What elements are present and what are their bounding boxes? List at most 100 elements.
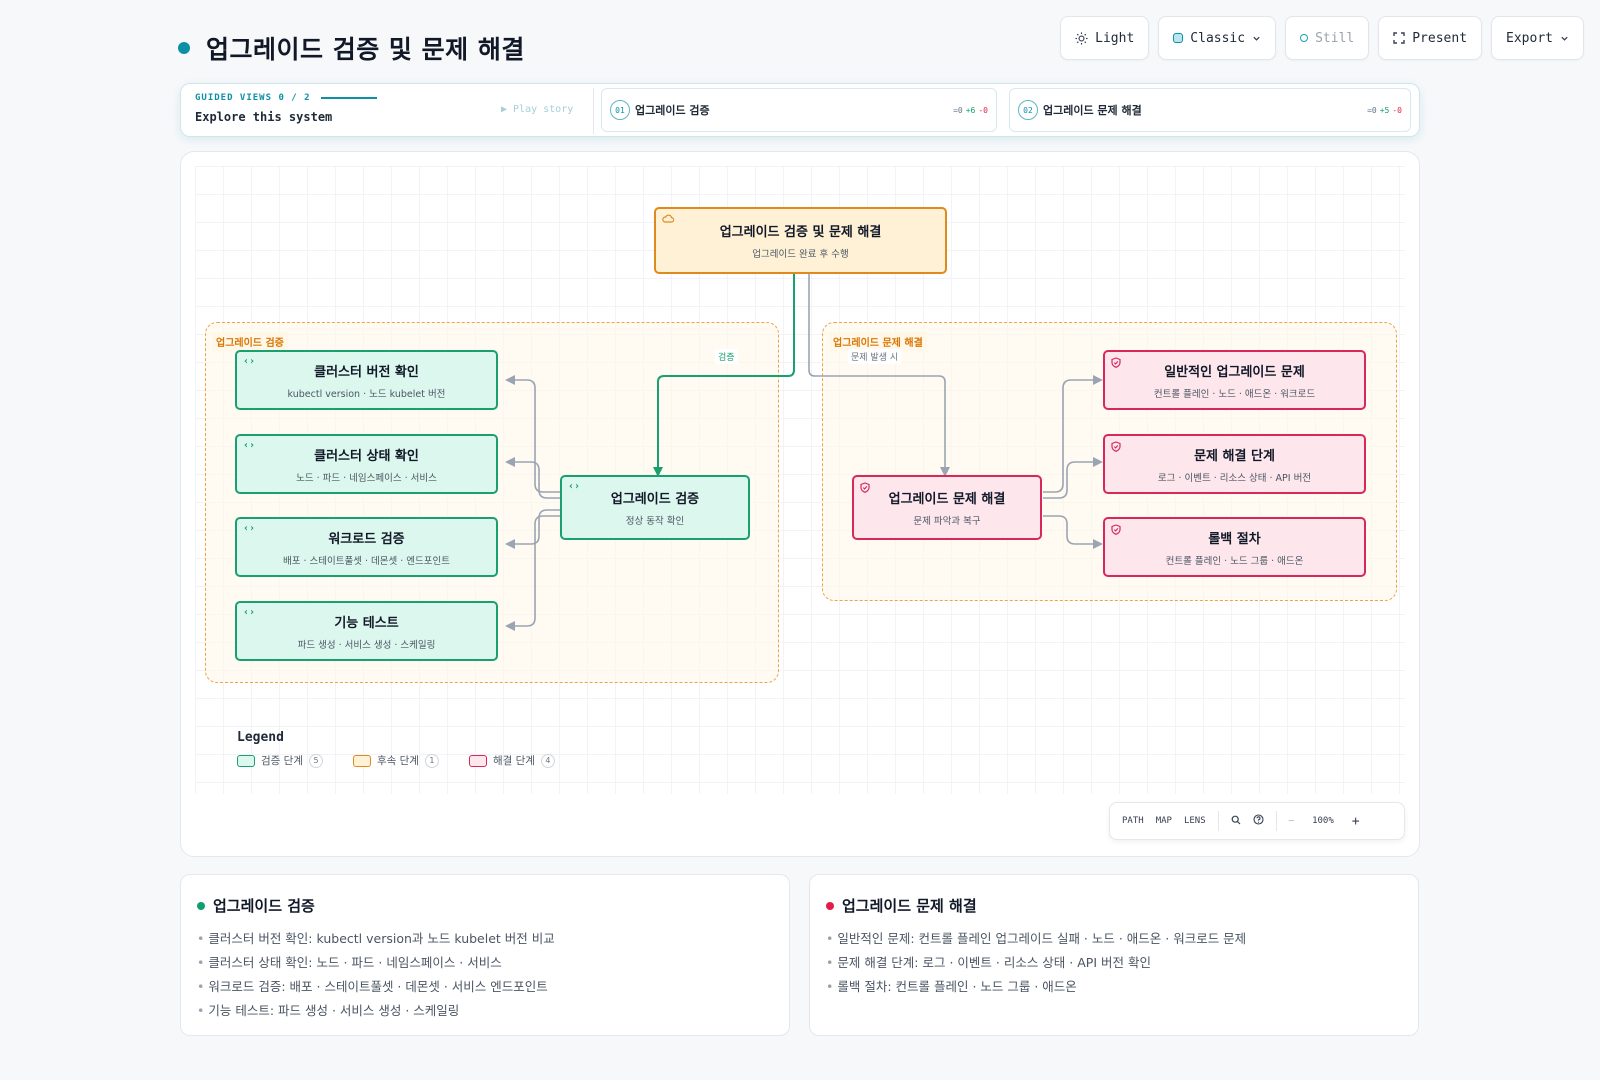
legend-count: 1 (424, 753, 439, 768)
node-subtitle: 업그레이드 완료 후 수행 (752, 249, 849, 260)
view-name: 업그레이드 검증 (635, 104, 710, 117)
node-subtitle: 컨트롤 플레인 · 노드 · 애드온 · 워크로드 (1153, 388, 1316, 400)
stat-removed: -0 (1392, 105, 1402, 115)
legend: Legend 검증 단계 5 후속 단계 1 해결 단계 4 (237, 730, 555, 768)
edge-fix-to-steps (1043, 457, 1103, 499)
guided-progress-line (320, 97, 377, 99)
panel-title: 업그레이드 문제 해결 (826, 895, 1402, 916)
light-theme-button[interactable]: Light (1060, 16, 1150, 60)
style-swatch-icon (1173, 33, 1184, 43)
panel-list: 일반적인 문제: 컨트롤 플레인 업그레이드 실패 · 노드 · 애드온 · 워… (826, 927, 1402, 999)
group-label: 업그레이드 문제 해결 (829, 332, 927, 351)
title-dot (178, 42, 190, 54)
code-icon: ‹› (568, 481, 581, 492)
guided-view-card-02[interactable]: 02 업그레이드 문제 해결 =0 +5 -0 (1009, 88, 1411, 132)
classic-label: Classic (1190, 30, 1246, 46)
node-root[interactable]: 업그레이드 검증 및 문제 해결 업그레이드 완료 후 수행 (654, 207, 947, 274)
lens-button[interactable]: LENS (1183, 816, 1206, 826)
legend-item-followup[interactable]: 후속 단계 1 (352, 753, 439, 768)
classic-style-dropdown[interactable]: Classic (1158, 16, 1277, 60)
panel-title-text: 업그레이드 검증 (213, 897, 315, 915)
divider (1217, 811, 1219, 831)
help-icon[interactable] (1247, 814, 1270, 828)
edge-fix-to-common (1043, 375, 1103, 493)
guided-view-card-01[interactable]: 01 업그레이드 검증 =0 +6 -0 (601, 88, 997, 132)
export-dropdown[interactable]: Export (1491, 16, 1584, 60)
panel-upgrade-verify: 업그레이드 검증 클러스터 버전 확인: kubectl version과 노드… (180, 874, 790, 1036)
edge-label-verify: 검증 (715, 349, 738, 364)
stat-added: +6 (965, 105, 976, 115)
node-function-test[interactable]: ‹› 기능 테스트 파드 생성 · 서비스 생성 · 스케일링 (235, 601, 498, 661)
divider (1275, 811, 1277, 831)
zoom-in-button[interactable]: + (1351, 813, 1360, 829)
cloud-icon (662, 214, 674, 223)
present-button[interactable]: Present (1378, 16, 1483, 60)
map-button[interactable]: MAP (1155, 816, 1172, 826)
divider (593, 88, 594, 134)
play-story-button[interactable]: ▶ Play story (501, 104, 574, 115)
legend-label: 후속 단계 (376, 755, 419, 767)
panel-title-text: 업그레이드 문제 해결 (842, 897, 977, 915)
legend-item-fix[interactable]: 해결 단계 4 (468, 753, 555, 768)
list-item: 워크로드 검증: 배포 · 스테이트풀셋 · 데몬셋 · 서비스 엔드포인트 (197, 975, 773, 999)
legend-label: 해결 단계 (492, 755, 535, 767)
node-upgrade-verify[interactable]: ‹› 업그레이드 검증 정상 동작 확인 (560, 475, 750, 540)
present-label: Present (1412, 30, 1468, 46)
guided-views-subtitle: Explore this system (195, 110, 333, 124)
node-subtitle: 로그 · 이벤트 · 리소스 상태 · API 버전 (1157, 472, 1312, 484)
diagram-canvas[interactable]: 업그레이드 검증 업그레이드 문제 해결 검증 문제 발생 시 업그레이드 검증… (180, 151, 1420, 857)
path-button[interactable]: PATH (1122, 816, 1144, 826)
node-title: 기능 테스트 (334, 615, 399, 631)
node-title: 클러스터 버전 확인 (314, 364, 419, 380)
fullscreen-icon (1393, 32, 1405, 44)
node-upgrade-fix[interactable]: 업그레이드 문제 해결 문제 파악과 복구 (852, 475, 1042, 540)
node-title: 일반적인 업그레이드 문제 (1164, 364, 1305, 380)
node-title: 업그레이드 문제 해결 (888, 492, 1006, 507)
legend-title: Legend (237, 730, 284, 745)
list-item: 클러스터 상태 확인: 노드 · 파드 · 네임스페이스 · 서비스 (197, 951, 773, 975)
node-workload-verify[interactable]: ‹› 워크로드 검증 배포 · 스테이트풀셋 · 데몬셋 · 엔드포인트 (235, 517, 498, 577)
page-title: 업그레이드 검증 및 문제 해결 (206, 35, 525, 64)
node-title: 업그레이드 검증 및 문제 해결 (719, 225, 882, 240)
edge-verify-to-workload (505, 509, 565, 549)
shield-icon (860, 482, 870, 493)
code-icon: ‹› (243, 356, 256, 367)
node-title: 클러스터 상태 확인 (314, 448, 419, 464)
edges-layer (505, 273, 1103, 631)
still-toggle-button[interactable]: Still (1285, 16, 1370, 60)
node-cluster-version[interactable]: ‹› 클러스터 버전 확인 kubectl version · 노드 kubel… (235, 350, 498, 410)
page-header: 업그레이드 검증 및 문제 해결 (178, 30, 525, 66)
legend-item-verify[interactable]: 검증 단계 5 (237, 753, 323, 768)
node-cluster-status[interactable]: ‹› 클러스터 상태 확인 노드 · 파드 · 네임스페이스 · 서비스 (235, 434, 498, 494)
legend-items: 검증 단계 5 후속 단계 1 해결 단계 4 (237, 753, 555, 768)
zoom-out-button[interactable]: — (1288, 816, 1295, 826)
search-icon[interactable] (1225, 815, 1247, 828)
guided-views-header: GUIDED VIEWS 0 / 2 (195, 93, 377, 103)
stat-unchanged: =0 (953, 105, 963, 115)
node-rollback[interactable]: 롤백 절차 컨트롤 플레인 · 노드 그룹 · 애드온 (1103, 517, 1366, 577)
still-label: Still (1315, 30, 1355, 46)
group-label: 업그레이드 검증 (212, 332, 288, 351)
code-icon: ‹› (243, 523, 256, 534)
sun-icon (1075, 31, 1088, 45)
legend-count: 4 (540, 753, 555, 768)
node-subtitle: 문제 파악과 복구 (913, 516, 981, 527)
edge-verify-to-version (505, 375, 565, 493)
edge-root-to-verify (653, 273, 795, 477)
legend-swatch (237, 754, 255, 767)
guided-views-bar: GUIDED VIEWS 0 / 2 Explore this system ▶… (180, 83, 1420, 137)
edge-verify-to-func (505, 515, 565, 631)
node-subtitle: 컨트롤 플레인 · 노드 그룹 · 애드온 (1165, 555, 1304, 567)
guided-views-count: GUIDED VIEWS 0 / 2 (195, 93, 311, 103)
toolbar: Light Classic Still Present Export (1060, 16, 1584, 60)
list-item: 롤백 절차: 컨트롤 플레인 · 노드 그룹 · 애드온 (826, 975, 1402, 999)
node-common-issues[interactable]: 일반적인 업그레이드 문제 컨트롤 플레인 · 노드 · 애드온 · 워크로드 (1103, 350, 1366, 410)
node-title: 워크로드 검증 (328, 531, 405, 547)
view-number-badge: 01 (610, 100, 630, 120)
zoom-level: 100% (1312, 816, 1334, 826)
edge-label-issue: 문제 발생 시 (848, 349, 902, 364)
legend-count: 5 (308, 753, 323, 768)
node-troubleshoot-steps[interactable]: 문제 해결 단계 로그 · 이벤트 · 리소스 상태 · API 버전 (1103, 434, 1366, 494)
legend-label: 검증 단계 (261, 755, 303, 767)
view-stats: =0 +5 -0 (1367, 106, 1402, 115)
